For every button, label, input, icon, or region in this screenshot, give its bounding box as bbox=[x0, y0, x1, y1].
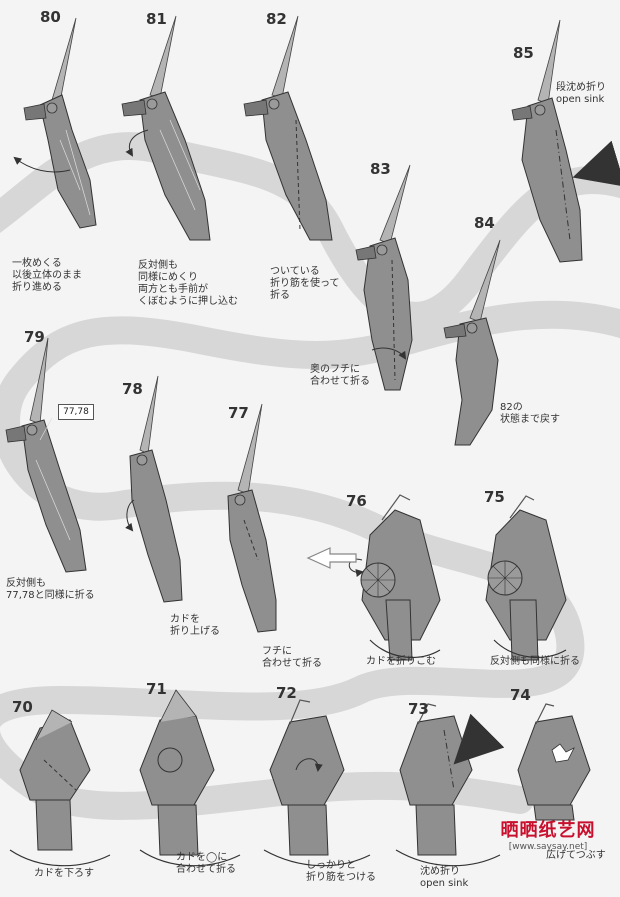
caption-step-75: 反対側も同様に折る bbox=[490, 656, 580, 667]
watermark-brand: 晒晒纸艺网 bbox=[500, 820, 596, 841]
caption-step-77: フチに合わせて折る bbox=[262, 646, 322, 669]
step-number-70: 70 bbox=[12, 698, 33, 716]
figure-step-81 bbox=[121, 15, 211, 241]
caption-step-70: カドを下ろす bbox=[34, 868, 94, 879]
step-number-75: 75 bbox=[484, 488, 505, 506]
step-number-78: 78 bbox=[122, 380, 143, 398]
caption-step-82: ついている折り筋を使って折る bbox=[270, 266, 340, 301]
caption-step-84: 82の状態まで戻す bbox=[500, 402, 560, 425]
caption-step-72: しっかりと折り筋をつける bbox=[306, 860, 376, 883]
caption-step-71: カドを◯に合わせて折る bbox=[176, 852, 236, 875]
step-number-84: 84 bbox=[474, 214, 495, 232]
step-number-74: 74 bbox=[510, 686, 531, 704]
figure-step-79 bbox=[5, 337, 87, 573]
reference-box: 77,78 bbox=[58, 404, 94, 420]
flow-band bbox=[0, 132, 620, 820]
figure-step-72 bbox=[263, 699, 371, 867]
caption-step-80: 一枚めくる以後立体のまま折り進める bbox=[12, 258, 82, 293]
flow-arrow-left bbox=[306, 547, 357, 569]
step-number-72: 72 bbox=[276, 684, 297, 702]
step-number-71: 71 bbox=[146, 680, 167, 698]
step-number-81: 81 bbox=[146, 10, 167, 28]
figure-step-80 bbox=[13, 17, 97, 229]
step-number-73: 73 bbox=[408, 700, 429, 718]
figure-step-74 bbox=[517, 703, 591, 821]
step-number-83: 83 bbox=[370, 160, 391, 178]
caption-step-76: カドを折りこむ bbox=[366, 656, 436, 667]
watermark-url: [www.saysay.net] bbox=[508, 842, 588, 852]
caption-step-83: 奥のフチに合わせて折る bbox=[310, 364, 370, 387]
figure-step-70 bbox=[9, 709, 111, 867]
step-number-77: 77 bbox=[228, 404, 249, 422]
step-number-76: 76 bbox=[346, 492, 367, 510]
figure-step-83 bbox=[355, 164, 413, 391]
step-number-80: 80 bbox=[40, 8, 61, 26]
figure-step-85 bbox=[511, 19, 620, 263]
step-number-82: 82 bbox=[266, 10, 287, 28]
step-number-85: 85 bbox=[513, 44, 534, 62]
caption-step-81: 反対側も同様にめくり両方とも手前がくぼむように押し込む bbox=[138, 260, 238, 307]
figure-step-78 bbox=[125, 375, 183, 603]
caption-step-74: 広げてつぶす bbox=[546, 850, 606, 861]
figure-step-77 bbox=[227, 403, 277, 633]
figure-step-71 bbox=[139, 689, 241, 867]
figure-step-82 bbox=[243, 15, 333, 241]
figure-step-76 bbox=[348, 494, 441, 661]
step-number-79: 79 bbox=[24, 328, 45, 346]
caption-step-78: カドを折り上げる bbox=[170, 614, 220, 637]
figure-step-73 bbox=[395, 703, 505, 867]
figure-step-75 bbox=[485, 495, 567, 661]
watermark: 晒晒纸艺网 [www.saysay.net] bbox=[478, 820, 618, 853]
figure-step-84 bbox=[443, 239, 501, 446]
